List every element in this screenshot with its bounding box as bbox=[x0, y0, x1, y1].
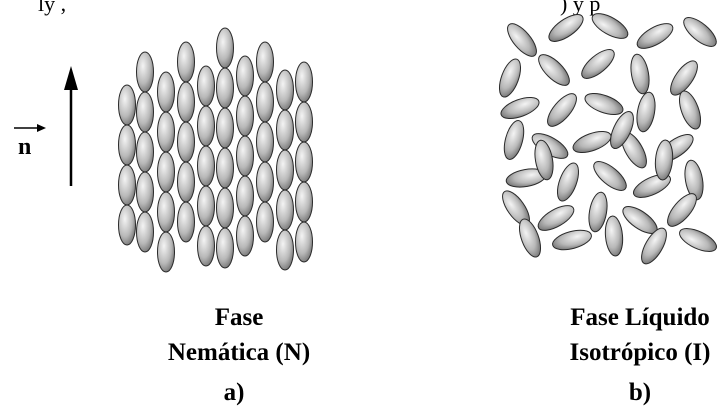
nematic-molecule bbox=[178, 42, 195, 82]
nematic-molecule bbox=[237, 56, 254, 96]
nematic-molecule bbox=[257, 202, 274, 242]
director-arrow bbox=[64, 66, 78, 186]
nematic-molecule bbox=[277, 150, 294, 190]
nematic-molecule bbox=[137, 132, 154, 172]
nematic-molecule bbox=[198, 66, 215, 106]
nematic-molecule bbox=[277, 190, 294, 230]
isotropic-molecule bbox=[553, 160, 583, 203]
isotropic-molecule bbox=[654, 139, 674, 180]
isotropic-molecule bbox=[582, 89, 625, 119]
nematic-molecule bbox=[296, 62, 313, 102]
nematic-molecule bbox=[137, 52, 154, 92]
nematic-molecule bbox=[198, 106, 215, 146]
nematic-molecule bbox=[178, 202, 195, 242]
nematic-molecule bbox=[198, 226, 215, 266]
panel-label-a: a) bbox=[194, 377, 274, 409]
director-label: n bbox=[18, 134, 31, 161]
nematic-molecule bbox=[237, 96, 254, 136]
isotropic-molecule bbox=[679, 13, 721, 52]
nematic-molecule bbox=[237, 136, 254, 176]
nematic-molecule bbox=[217, 28, 234, 68]
nematic-molecule bbox=[296, 102, 313, 142]
nematic-molecule bbox=[158, 72, 175, 112]
isotropic-phase-title-line1: Fase Líquido bbox=[530, 302, 721, 334]
isotropic-molecule bbox=[498, 93, 541, 123]
isotropic-molecule bbox=[663, 189, 702, 231]
isotropic-molecule bbox=[503, 19, 542, 61]
nematic-molecule bbox=[217, 228, 234, 268]
isotropic-molecule bbox=[588, 9, 631, 44]
isotropic-molecule bbox=[676, 224, 719, 256]
nematic-molecule bbox=[158, 112, 175, 152]
nematic-molecule bbox=[119, 85, 136, 125]
isotropic-molecule bbox=[534, 50, 574, 90]
nematic-molecule bbox=[137, 172, 154, 212]
isotropic-molecule bbox=[501, 118, 528, 161]
isotropic-phase-molecules bbox=[495, 9, 721, 268]
isotropic-molecule bbox=[534, 201, 577, 236]
nematic-molecule bbox=[277, 230, 294, 270]
isotropic-molecule bbox=[570, 127, 613, 157]
isotropic-phase-title-line2: Isotrópico (I) bbox=[540, 337, 721, 369]
panel-label-b: b) bbox=[610, 377, 670, 409]
isotropic-molecule bbox=[495, 56, 525, 99]
nematic-molecule bbox=[198, 186, 215, 226]
nematic-molecule bbox=[296, 182, 313, 222]
nematic-molecule bbox=[296, 142, 313, 182]
nematic-molecule bbox=[257, 42, 274, 82]
nematic-molecule bbox=[296, 222, 313, 262]
nematic-molecule bbox=[178, 162, 195, 202]
nematic-molecule bbox=[158, 232, 175, 272]
nematic-molecule bbox=[277, 110, 294, 150]
nematic-molecule bbox=[257, 82, 274, 122]
nematic-molecule bbox=[158, 192, 175, 232]
nematic-molecule bbox=[237, 176, 254, 216]
isotropic-molecule bbox=[545, 10, 588, 47]
nematic-molecule bbox=[198, 146, 215, 186]
isotropic-molecule bbox=[543, 89, 582, 131]
isotropic-molecule bbox=[604, 215, 624, 256]
nematic-molecule bbox=[137, 92, 154, 132]
nematic-molecule bbox=[277, 70, 294, 110]
nematic-molecule bbox=[158, 152, 175, 192]
nematic-molecule bbox=[137, 212, 154, 252]
nematic-molecule bbox=[257, 122, 274, 162]
isotropic-molecule bbox=[589, 157, 631, 196]
isotropic-molecule bbox=[550, 227, 593, 254]
nematic-molecule bbox=[217, 188, 234, 228]
isotropic-molecule bbox=[633, 19, 676, 54]
isotropic-molecule bbox=[628, 53, 652, 95]
nematic-molecule bbox=[237, 216, 254, 256]
isotropic-molecule bbox=[577, 45, 619, 84]
nematic-molecule bbox=[178, 122, 195, 162]
nematic-molecule bbox=[217, 108, 234, 148]
nematic-molecule bbox=[119, 165, 136, 205]
nematic-molecule bbox=[217, 148, 234, 188]
nematic-phase-title-line1: Fase bbox=[154, 302, 324, 334]
nematic-molecule bbox=[178, 82, 195, 122]
nematic-molecule bbox=[257, 162, 274, 202]
nematic-molecule bbox=[217, 68, 234, 108]
nematic-molecule bbox=[119, 125, 136, 165]
nematic-phase-molecules bbox=[119, 28, 313, 272]
director-vector-arrow-icon bbox=[14, 124, 46, 132]
nematic-phase-title-line2: Nemática (N) bbox=[134, 337, 344, 369]
isotropic-molecule bbox=[675, 88, 705, 131]
isotropic-molecule bbox=[634, 91, 658, 133]
nematic-molecule bbox=[119, 205, 136, 245]
